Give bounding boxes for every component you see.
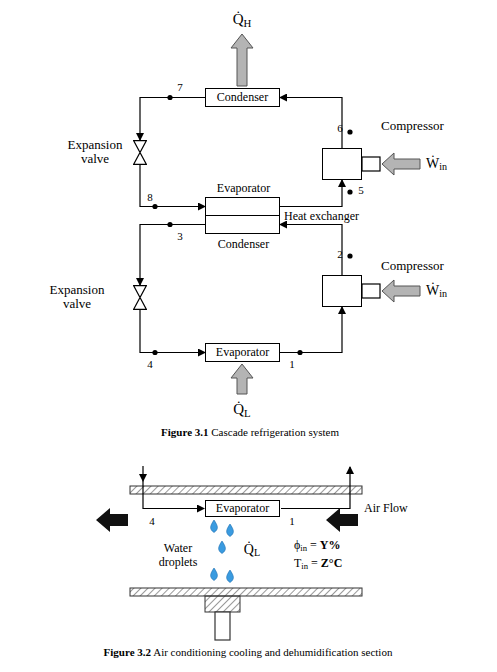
expansion-valve: Expansion valve xyxy=(133,140,147,165)
drain-pan xyxy=(205,596,240,612)
air-flow-arrow xyxy=(96,508,128,532)
node-label: Compressor xyxy=(381,119,444,133)
inlet-condition: ϕin = Y% xyxy=(294,539,341,553)
node-label: Evaporator xyxy=(216,346,269,359)
state-number: 7 xyxy=(177,81,183,94)
node-label: Expansion valve xyxy=(47,283,107,312)
node-label: Evaporator xyxy=(206,182,281,195)
heat-arrow xyxy=(231,34,253,86)
flow-arrowhead xyxy=(139,474,147,482)
heat-arrow xyxy=(231,364,253,394)
node-label: Condenser xyxy=(206,238,281,251)
evaporator-section: Evaporator xyxy=(205,197,280,216)
heat-symbol: Q̇L xyxy=(233,401,250,418)
node-label: Condenser xyxy=(217,91,268,104)
state-number: 2 xyxy=(337,248,343,261)
refrigerant-line xyxy=(280,225,342,276)
state-number: 1 xyxy=(289,358,295,371)
state-number: 8 xyxy=(147,191,153,204)
state-number: 3 xyxy=(177,230,183,243)
figure-caption: Figure 3.1 Cascade refrigeration system xyxy=(161,426,339,439)
air-flow-label: Air Flow xyxy=(364,502,408,516)
refrigerant-line xyxy=(281,467,350,509)
refrigerant-line xyxy=(280,307,342,353)
state-number: 6 xyxy=(337,122,343,135)
refrigerant-line xyxy=(140,310,205,353)
refrigerant-line xyxy=(280,98,342,149)
work-symbol: Ẇin xyxy=(426,156,447,172)
compressor-cylinder: Compressor xyxy=(322,275,362,307)
node-label: Heat exchanger xyxy=(284,210,359,223)
node-label: Expansion valve xyxy=(65,138,125,167)
evaporator-box: Evaporator xyxy=(205,343,280,362)
duct-wall xyxy=(130,486,362,494)
inlet-condition: Tin = Z°C xyxy=(294,557,342,571)
refrigerant-line xyxy=(140,98,205,141)
drain-pipe xyxy=(215,612,230,640)
condenser-section: Condenser xyxy=(205,215,280,234)
refrigerant-line xyxy=(280,180,342,207)
heat-exchanger: Heat exchangerEvaporatorCondenser xyxy=(205,197,280,235)
valve-symbol xyxy=(133,285,147,310)
droplet-label: Water droplets xyxy=(151,542,205,570)
figure-caption: Figure 3.2 Air conditioning cooling and … xyxy=(104,646,393,659)
heat-symbol: Q̇L xyxy=(244,542,260,558)
state-number: 5 xyxy=(358,184,364,197)
air-flow-arrow xyxy=(326,508,358,532)
evaporator-box: Evaporator xyxy=(205,500,280,517)
water-droplets xyxy=(211,520,234,583)
node-label: Evaporator xyxy=(216,502,269,515)
refrigerant-line xyxy=(143,466,204,509)
piston-rod xyxy=(362,284,380,298)
work-symbol: Ẇin xyxy=(426,283,447,299)
duct-wall xyxy=(130,588,362,596)
refrigerant-line xyxy=(140,225,205,286)
condenser-box: Condenser xyxy=(205,88,280,107)
state-number: 4 xyxy=(147,358,153,371)
work-arrow xyxy=(382,153,420,175)
refrigerant-line xyxy=(140,165,205,207)
state-number: 4 xyxy=(149,515,155,528)
valve-symbol xyxy=(133,140,147,165)
heat-symbol: Q̇H xyxy=(233,11,252,28)
compressor-cylinder: Compressor xyxy=(322,148,362,180)
piston-rod xyxy=(362,157,380,171)
state-number: 1 xyxy=(289,515,295,528)
node-label: Compressor xyxy=(381,259,444,273)
expansion-valve: Expansion valve xyxy=(133,285,147,310)
work-arrow xyxy=(382,280,420,302)
